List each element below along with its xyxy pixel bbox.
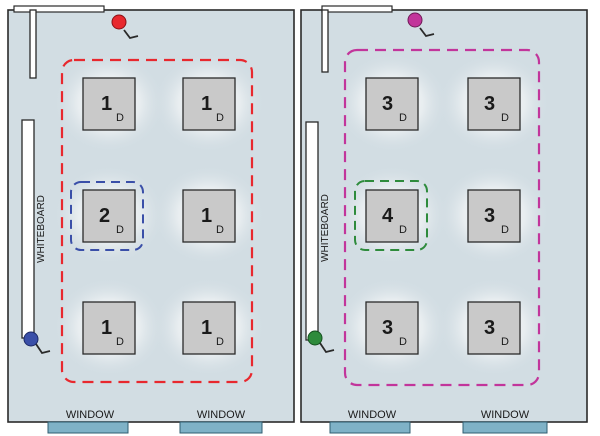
fixture-sub: D [216, 336, 224, 348]
fixture-sub: D [399, 336, 407, 348]
fixture-number: 3 [484, 205, 495, 227]
fixture-sub: D [399, 224, 407, 236]
right-whiteboard-label: WHITEBOARD [320, 194, 331, 262]
left-fixture-5: 1 D [182, 301, 236, 355]
left-whiteboard-label: WHITEBOARD [36, 195, 47, 263]
right-fixture-0: 3 D [365, 77, 419, 131]
fixture-number: 3 [484, 317, 495, 339]
right-magenta-pin-icon [407, 12, 435, 38]
fixture-box [365, 77, 419, 131]
left-inner-zone [70, 181, 144, 251]
fixture-number: 2 [99, 205, 110, 227]
fixture-number: 1 [201, 317, 212, 339]
fixture-box [82, 301, 136, 355]
right-window-label-1: WINDOW [348, 409, 397, 421]
left-fixture-1: 1 D [182, 77, 236, 131]
fixture-number: 3 [382, 317, 393, 339]
fixture-number: 1 [101, 93, 112, 115]
right-room: WHITEBOARD 3 D 3 D 4 D 3 [300, 5, 588, 434]
left-fixture-4: 1 D [82, 301, 136, 355]
fixture-sub: D [116, 224, 124, 236]
left-fixture-0: 1 D [82, 77, 136, 131]
fixture-number: 3 [484, 93, 495, 115]
fixture-box [182, 189, 236, 243]
fixture-box [182, 301, 236, 355]
right-fixture-2: 4 D [365, 189, 419, 243]
right-room-window-1 [329, 421, 411, 434]
left-room-door-gap [13, 5, 105, 13]
fixture-sub: D [501, 336, 509, 348]
left-window-label-1: WINDOW [66, 409, 115, 421]
left-fixture-3: 1 D [182, 189, 236, 243]
fixture-number: 3 [382, 93, 393, 115]
right-outer-zone [343, 48, 541, 387]
left-outer-zone [60, 58, 254, 384]
right-fixture-4: 3 D [365, 301, 419, 355]
left-room-window-1 [47, 421, 129, 434]
fixture-sub: D [501, 112, 509, 124]
right-room-window-2 [462, 421, 548, 434]
fixture-sub: D [501, 224, 509, 236]
fixture-box [82, 77, 136, 131]
right-inner-zone [354, 180, 428, 251]
fixture-box [82, 189, 136, 243]
right-fixture-5: 3 D [467, 301, 521, 355]
fixture-box [467, 301, 521, 355]
fixture-box [365, 189, 419, 243]
fixture-number: 1 [201, 205, 212, 227]
fixture-sub: D [399, 112, 407, 124]
right-fixture-1: 3 D [467, 77, 521, 131]
right-fixture-3: 3 D [467, 189, 521, 243]
fixture-box [182, 77, 236, 131]
left-room-window-2 [179, 421, 263, 434]
fixture-number: 1 [201, 93, 212, 115]
left-room: WHITEBOARD 1 D 1 D 2 D [7, 5, 295, 434]
fixture-box [467, 77, 521, 131]
left-whiteboard [21, 119, 35, 339]
right-room-door-stub [321, 9, 329, 73]
fixture-number: 1 [101, 317, 112, 339]
left-blue-pin-icon [23, 331, 51, 355]
fixture-number: 4 [382, 205, 394, 227]
fixture-sub: D [216, 112, 224, 124]
fixture-box [365, 301, 419, 355]
right-whiteboard [305, 121, 319, 341]
right-room-door-gap [321, 5, 393, 13]
fixture-sub: D [216, 224, 224, 236]
right-window-label-2: WINDOW [481, 409, 530, 421]
left-fixture-2: 2 D [82, 189, 136, 243]
left-red-pin-icon [111, 14, 139, 40]
left-room-door-stub [29, 9, 37, 79]
left-window-label-2: WINDOW [197, 409, 246, 421]
right-green-pin-icon [307, 330, 335, 354]
fixture-box [467, 189, 521, 243]
fixture-sub: D [116, 112, 124, 124]
fixture-sub: D [116, 336, 124, 348]
